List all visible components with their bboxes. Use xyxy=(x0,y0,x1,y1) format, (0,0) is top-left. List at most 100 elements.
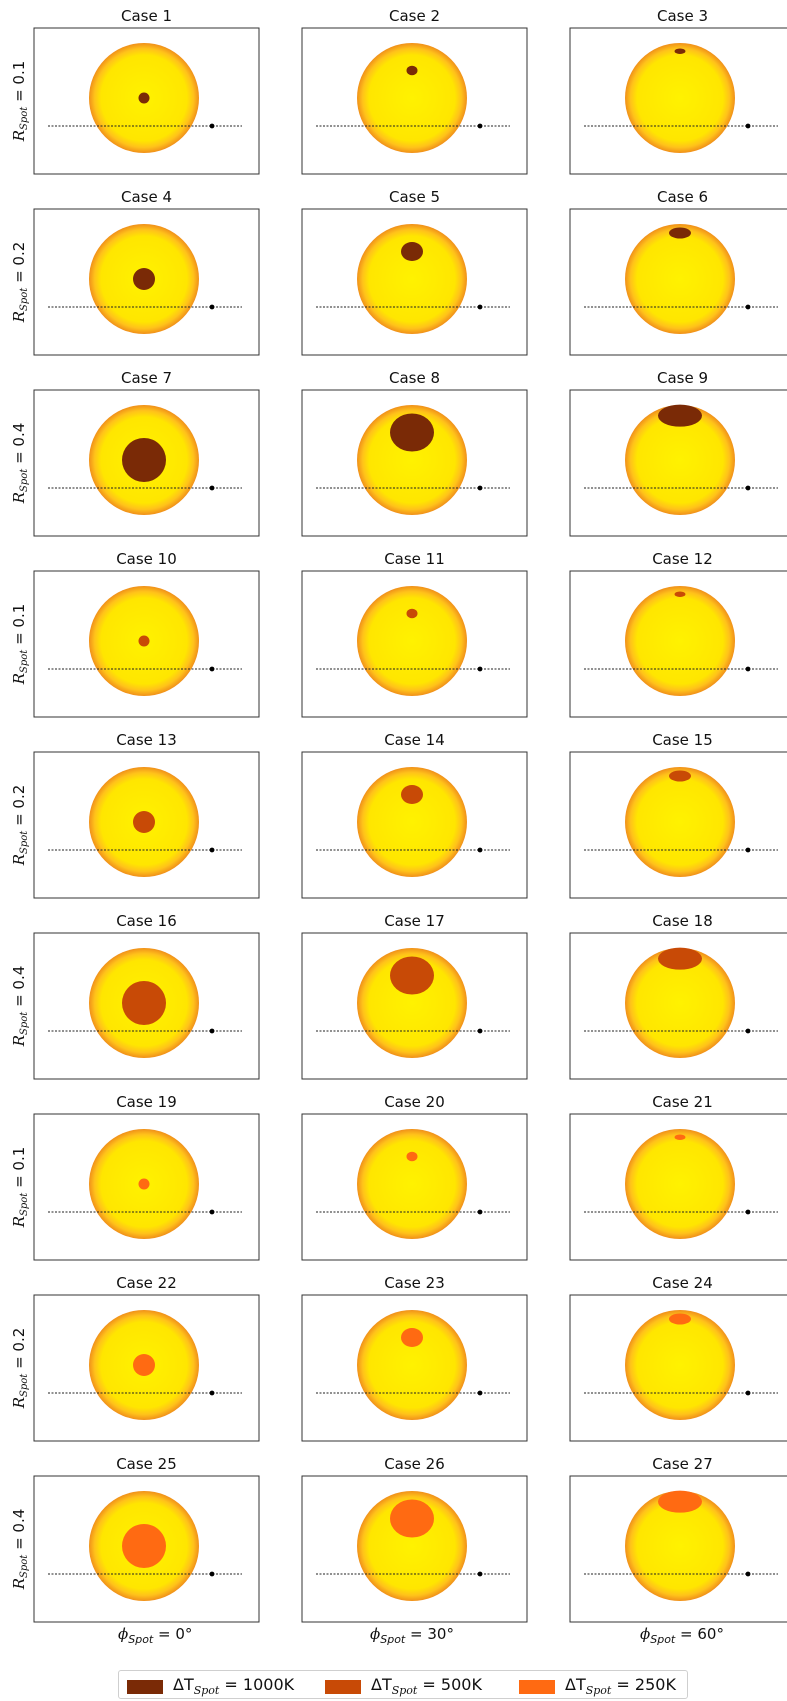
legend-swatch-1000k xyxy=(127,1680,163,1694)
row-ylabel: RSpot = 0.4 xyxy=(10,1509,30,1591)
planet-dot xyxy=(477,666,483,672)
star-disk xyxy=(357,948,467,1058)
case-panel: Case 26 xyxy=(301,1455,528,1623)
star-spot xyxy=(406,65,418,76)
star-spot xyxy=(674,1134,686,1140)
star-spot xyxy=(406,608,418,619)
case-panel: Case 22 xyxy=(33,1274,260,1442)
planet-dot xyxy=(477,123,483,129)
case-title: Case 7 xyxy=(121,369,172,387)
row-ylabel: RSpot = 0.4 xyxy=(10,423,30,505)
case-title: Case 18 xyxy=(652,912,713,930)
case-title: Case 23 xyxy=(384,1274,445,1292)
planet-dot xyxy=(209,1028,215,1034)
row-ylabel: RSpot = 0.4 xyxy=(10,966,30,1048)
legend-label-1000k: ΔTSpot = 1000K xyxy=(173,1675,295,1698)
legend-label-250k: ΔTSpot = 250K xyxy=(565,1675,676,1698)
case-panel: Case 13 xyxy=(33,731,260,899)
case-panel: Case 19 xyxy=(33,1093,260,1261)
planet-dot xyxy=(477,1209,483,1215)
planet-dot xyxy=(745,1209,751,1215)
star-disk xyxy=(357,1129,467,1239)
planet-dot xyxy=(745,666,751,672)
case-title: Case 27 xyxy=(652,1455,713,1473)
case-panel: Case 25 xyxy=(33,1455,260,1623)
star-disk xyxy=(357,1491,467,1601)
xlabel-col-3: ϕSpot = 60° xyxy=(640,1625,724,1646)
star-spot xyxy=(401,784,423,805)
case-title: Case 16 xyxy=(116,912,177,930)
star-disk xyxy=(357,224,467,334)
star-spot xyxy=(122,1524,166,1568)
planet-dot xyxy=(745,1571,751,1577)
case-title: Case 17 xyxy=(384,912,445,930)
case-title: Case 5 xyxy=(389,188,440,206)
row-ylabel: RSpot = 0.1 xyxy=(10,1147,30,1229)
case-title: Case 12 xyxy=(652,550,713,568)
case-panel: Case 7 xyxy=(33,369,260,537)
star-spot xyxy=(406,1151,418,1162)
star-disk xyxy=(625,1129,735,1239)
planet-dot xyxy=(477,1571,483,1577)
planet-dot xyxy=(477,1028,483,1034)
star-disk xyxy=(625,767,735,877)
planet-dot xyxy=(209,485,215,491)
case-panel: Case 27 xyxy=(569,1455,787,1623)
legend-swatch-500k xyxy=(325,1680,361,1694)
case-panel: Case 21 xyxy=(569,1093,787,1261)
case-panel: Case 20 xyxy=(301,1093,528,1261)
star-spot xyxy=(401,241,423,262)
planet-dot xyxy=(745,1390,751,1396)
planet-dot xyxy=(745,1028,751,1034)
case-panel: Case 11 xyxy=(301,550,528,718)
case-title: Case 6 xyxy=(657,188,708,206)
planet-dot xyxy=(209,666,215,672)
star-spot xyxy=(122,981,166,1025)
case-panel: Case 3 xyxy=(569,7,787,175)
star-spot xyxy=(390,956,434,995)
case-panel: Case 16 xyxy=(33,912,260,1080)
case-title: Case 21 xyxy=(652,1093,713,1111)
case-title: Case 11 xyxy=(384,550,445,568)
legend: ΔTSpot = 1000K ΔTSpot = 500K ΔTSpot = 25… xyxy=(118,1670,688,1699)
star-spot xyxy=(138,1178,150,1190)
case-panel: Case 12 xyxy=(569,550,787,718)
xlabel-col-1: ϕSpot = 0° xyxy=(118,1625,193,1646)
star-spot xyxy=(133,268,155,290)
case-panel: Case 9 xyxy=(569,369,787,537)
planet-dot xyxy=(745,304,751,310)
legend-label-500k: ΔTSpot = 500K xyxy=(371,1675,482,1698)
planet-dot xyxy=(745,485,751,491)
planet-dot xyxy=(209,1209,215,1215)
star-spot xyxy=(674,48,686,54)
case-panel: Case 6 xyxy=(569,188,787,356)
star-spot xyxy=(658,1490,702,1513)
xlabel-col-2: ϕSpot = 30° xyxy=(370,1625,454,1646)
planet-dot xyxy=(477,485,483,491)
case-panel: Case 1 xyxy=(33,7,260,175)
star-spot xyxy=(122,438,166,482)
row-ylabel: RSpot = 0.2 xyxy=(10,785,30,867)
case-title: Case 22 xyxy=(116,1274,177,1292)
case-title: Case 13 xyxy=(116,731,177,749)
planet-dot xyxy=(209,123,215,129)
case-panel: Case 4 xyxy=(33,188,260,356)
row-ylabel: RSpot = 0.1 xyxy=(10,604,30,686)
star-spot xyxy=(658,947,702,970)
case-title: Case 2 xyxy=(389,7,440,25)
planet-dot xyxy=(745,123,751,129)
star-disk xyxy=(625,586,735,696)
case-panel: Case 23 xyxy=(301,1274,528,1442)
case-title: Case 4 xyxy=(121,188,172,206)
case-title: Case 3 xyxy=(657,7,708,25)
case-title: Case 10 xyxy=(116,550,177,568)
case-title: Case 9 xyxy=(657,369,708,387)
case-panel: Case 8 xyxy=(301,369,528,537)
case-title: Case 19 xyxy=(116,1093,177,1111)
case-panel: Case 15 xyxy=(569,731,787,899)
case-panel: Case 2 xyxy=(301,7,528,175)
star-disk xyxy=(625,948,735,1058)
star-spot xyxy=(390,1499,434,1538)
star-spot xyxy=(138,635,150,647)
